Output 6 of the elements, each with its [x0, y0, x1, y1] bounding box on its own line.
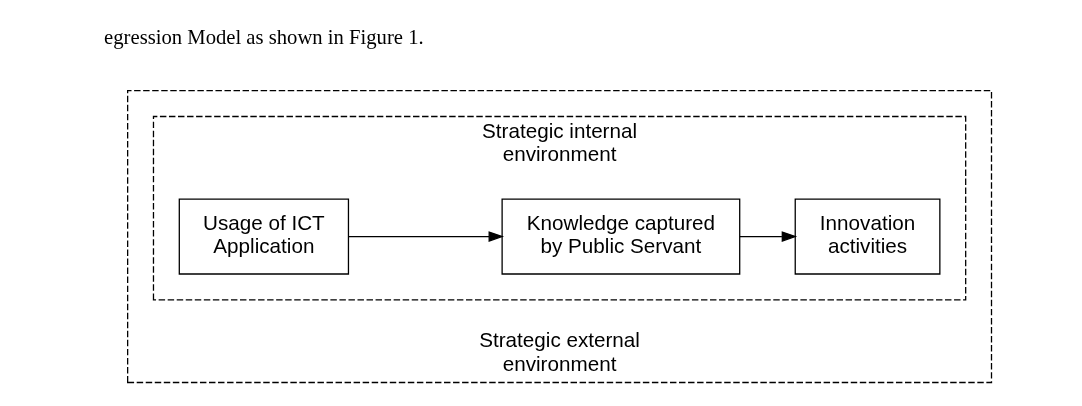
node-box: Innovation activities [794, 198, 940, 275]
label: egression Model as shown in Figure 1. [103, 25, 424, 48]
node-box: Usage of ICT Application [178, 198, 349, 275]
arrow [738, 231, 797, 242]
arrow [347, 231, 504, 242]
node-box: Knowledge captured by Public Servant [500, 198, 740, 275]
